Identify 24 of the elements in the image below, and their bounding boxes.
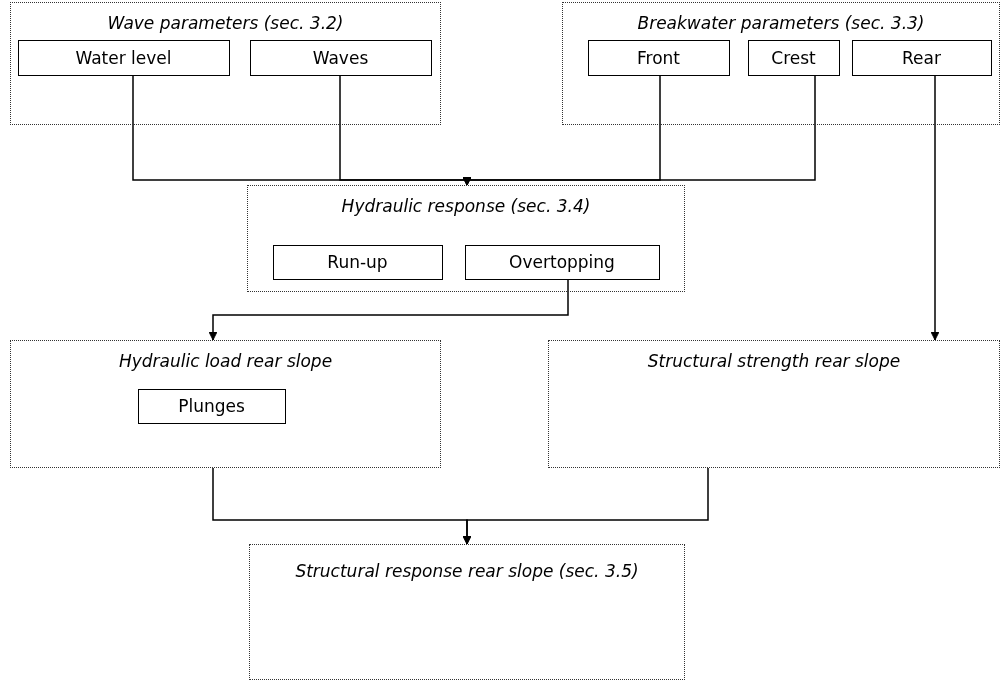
parameter-box: Overtopping bbox=[464, 244, 660, 280]
dotted-group-box bbox=[10, 340, 441, 468]
dotted-group-box bbox=[10, 2, 441, 125]
dotted-group-box bbox=[562, 2, 1000, 125]
group-title: Hydraulic load rear slope bbox=[117, 350, 334, 373]
parameter-box: Crest bbox=[747, 39, 840, 76]
connector-arrow bbox=[208, 279, 569, 341]
dotted-group-box bbox=[548, 340, 1000, 468]
group-title: Wave parameters (sec. 3.2) bbox=[106, 12, 345, 35]
connector-arrow bbox=[462, 75, 816, 186]
dotted-group-box bbox=[249, 544, 685, 680]
parameter-box: Run-up bbox=[272, 244, 443, 280]
connector-arrow bbox=[462, 467, 709, 545]
group-title: Structural response rear slope (sec. 3.5) bbox=[294, 560, 640, 583]
connector-arrow bbox=[930, 75, 940, 341]
parameter-box: Rear bbox=[851, 39, 992, 76]
group-title: Breakwater parameters (sec. 3.3) bbox=[636, 12, 926, 35]
parameter-box: Front bbox=[587, 39, 730, 76]
parameter-box: Plunges bbox=[137, 388, 286, 424]
group-title: Structural strength rear slope bbox=[646, 350, 902, 373]
group-title: Hydraulic response (sec. 3.4) bbox=[340, 195, 592, 218]
parameter-box: Water level bbox=[17, 39, 230, 76]
parameter-box: Waves bbox=[249, 39, 432, 76]
dotted-group-box bbox=[247, 185, 685, 292]
